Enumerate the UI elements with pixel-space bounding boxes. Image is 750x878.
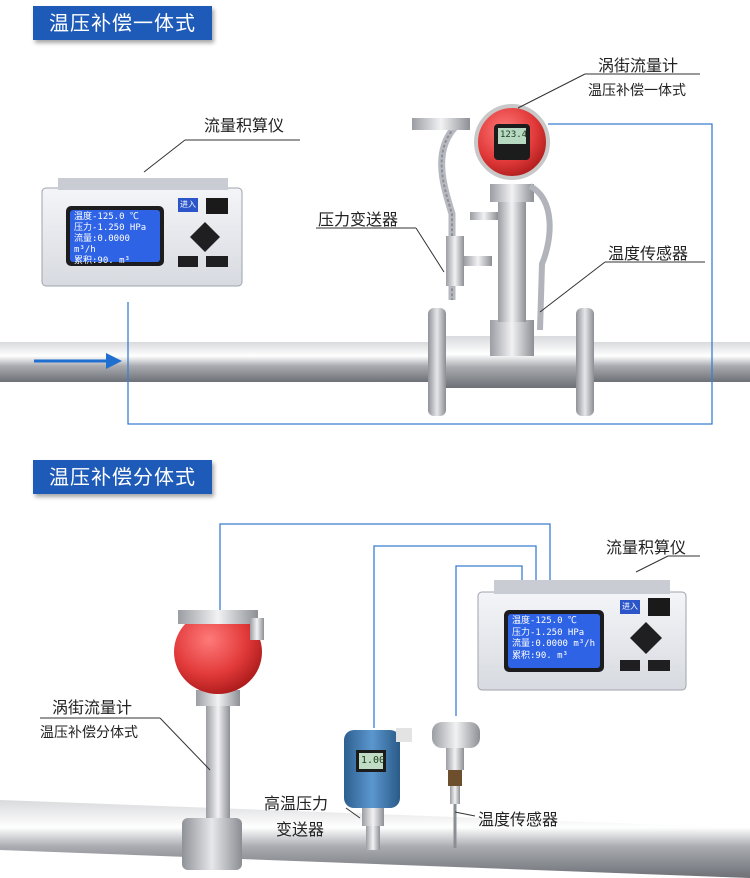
- temperature-sensor-1: [528, 183, 553, 331]
- signal-line-1: [127, 123, 713, 425]
- flowmeter-screen-1: 123.4: [500, 130, 528, 140]
- display-line: 压力-1.250 HPa: [512, 627, 585, 638]
- totalizer-label-2: 流量积算仪: [606, 538, 687, 557]
- flow-arrow: [34, 353, 122, 369]
- signal-line-2c: [455, 565, 523, 716]
- flowmeter-2: [174, 610, 264, 870]
- totalizer-display-2: 温度-125.0 ℃ 压力-1.250 HPa 流量:0.0000 m³/h 累…: [508, 614, 600, 668]
- signal-line-2b: [373, 545, 537, 728]
- enter-key-label-1: 进入: [180, 200, 196, 209]
- temperature-label-2: 温度传感器: [478, 810, 559, 829]
- enter-key-label-2: 进入: [622, 602, 638, 611]
- display-line: 流量:0.0000 m³/h: [512, 639, 596, 649]
- signal-line-2a: [219, 523, 551, 612]
- totalizer-display-1: 温度-125.0 ℃ 压力-1.250 HPa 流量:0.0000 m³/h 累…: [70, 210, 160, 266]
- display-line: 流量:0.0000 m³/h: [74, 234, 130, 255]
- pressure-label-1: 压力变送器: [318, 210, 399, 229]
- pipe-1: [0, 342, 750, 382]
- flowmeter-label-1-line2: 温压补偿一体式: [588, 83, 686, 99]
- temperature-label-1: 温度传感器: [608, 244, 689, 263]
- display-line: 累积:90. m³: [74, 256, 130, 266]
- pressure-transmitter-2: [344, 728, 412, 850]
- display-line: 温度-125.0 ℃: [512, 616, 577, 626]
- flowmeter-label-2-line2: 温压补偿分体式: [40, 725, 138, 741]
- temperature-sensor-2: [432, 722, 480, 848]
- display-line: 压力-1.250 HPa: [74, 223, 147, 233]
- section2-title: 温压补偿分体式: [33, 460, 212, 494]
- display-line: 温度-125.0 ℃: [74, 212, 139, 222]
- flowmeter-label-2-line1: 涡街流量计: [52, 698, 133, 717]
- transmitter-screen-2: 1.00: [361, 755, 386, 766]
- pressure-label-2-line1: 高温压力: [264, 794, 329, 813]
- display-line: 累积:90. m³: [512, 650, 568, 661]
- pressure-label-2-line2: 变送器: [276, 820, 325, 839]
- section1-title: 温压补偿一体式: [33, 6, 212, 40]
- totalizer-label-1: 流量积算仪: [204, 116, 285, 135]
- flowmeter-label-1-line1: 涡街流量计: [598, 56, 679, 75]
- flowmeter-body-1: [428, 104, 594, 416]
- pressure-transmitter-1: [412, 118, 498, 300]
